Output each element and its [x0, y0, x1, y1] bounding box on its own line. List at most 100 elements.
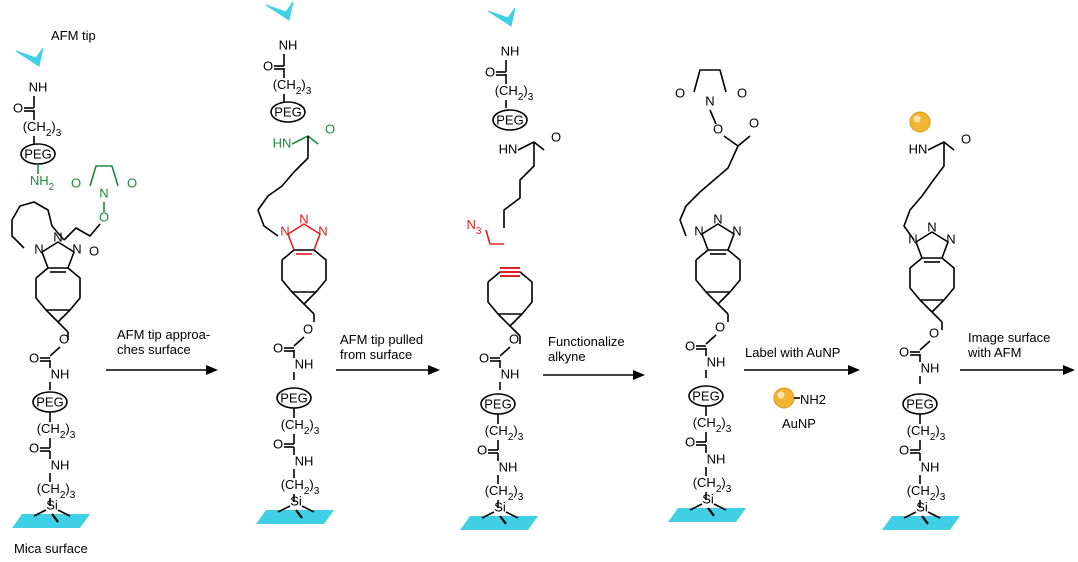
cyclooctane-ring [35, 267, 81, 311]
atom-label: NH [295, 356, 314, 371]
formula-label: (CH2)3 [693, 475, 732, 495]
cyclopropane-ring [705, 291, 731, 305]
arrow-head-icon [428, 365, 440, 375]
formula-label: (CH2)3 [281, 477, 320, 497]
si-bond [903, 511, 917, 519]
atom-label: O [99, 209, 109, 224]
oxygen-label: O [685, 434, 695, 449]
azide-label: N3 [467, 217, 482, 237]
cyclooctane-ring [487, 271, 533, 315]
bond [931, 311, 943, 323]
n-label: N [694, 223, 703, 238]
ether-chain [11, 201, 65, 249]
peg-label: PEG [36, 394, 63, 409]
atom-label: N [705, 93, 714, 108]
formula-label: (CH2)3 [37, 481, 76, 501]
atom-label: NH [499, 459, 518, 474]
si-bond [295, 509, 303, 519]
ether-chain [257, 136, 309, 237]
arrow-head-icon [633, 370, 645, 380]
bond [485, 229, 504, 245]
atom-label: O [325, 121, 335, 136]
atom-label: O [89, 243, 99, 258]
oxygen-label: O [899, 442, 909, 457]
ether-chain [679, 145, 739, 237]
atom-label: N [99, 185, 108, 200]
afm-tip-icon [265, 1, 294, 21]
atom-label: HN [499, 141, 518, 156]
step-3-label: Functionalize alkyne [548, 334, 625, 364]
atom-label: NH [295, 453, 314, 468]
mica-surface-icon [460, 516, 538, 530]
reagent-amine-label: NH2 [800, 392, 827, 407]
mica-surface-icon [12, 514, 90, 528]
succinimide-ring [89, 165, 119, 187]
arrow-head-icon [206, 365, 218, 375]
si-bond [57, 509, 71, 517]
n-label: N [927, 219, 936, 234]
bond [723, 135, 751, 147]
reagent-name-label: AuNP [782, 416, 816, 431]
formula-label: (CH2)3 [485, 483, 524, 503]
si-bond [301, 505, 315, 513]
peg-label: PEG [906, 396, 933, 411]
oxygen-label: O [273, 436, 283, 451]
formula-label: (CH2)3 [37, 421, 76, 441]
si-bond [927, 511, 941, 519]
peg-label: PEG [274, 104, 301, 119]
formula-label: (CH2)3 [23, 119, 62, 139]
cyclopropane-ring [919, 299, 945, 313]
n-label: N [908, 231, 917, 246]
atom-label: O [675, 85, 685, 100]
gold-nanoparticle-icon [773, 387, 795, 409]
step-1-label: AFM tip approa- ches surface [117, 327, 211, 357]
formula-label: (CH2)3 [273, 77, 312, 97]
cyclooctane-ring [281, 249, 327, 293]
n-label: N [53, 229, 62, 244]
mica-surface-icon [256, 510, 334, 524]
arrow-head-icon [1063, 365, 1075, 375]
n-label: N [280, 223, 289, 238]
atom-label: O [71, 175, 81, 190]
si-bond [499, 515, 507, 525]
hn-label: HN [273, 135, 292, 150]
n-label: N [946, 231, 955, 246]
formula-label: (CH2)3 [485, 423, 524, 443]
formula-label: (CH2)3 [495, 83, 534, 103]
oxygen-label: O [29, 350, 39, 365]
oxygen-label: O [303, 321, 313, 336]
oxygen-label: O [509, 331, 519, 346]
afm-tip-label: AFM tip [51, 28, 96, 43]
bond [717, 303, 729, 315]
si-bond [921, 515, 929, 525]
oxygen-label: O [477, 442, 487, 457]
formula-label: (CH2)3 [907, 483, 946, 503]
amine-label: NH2 [30, 173, 55, 193]
cyclopropane-ring [497, 313, 523, 327]
atom-label: NH [921, 360, 940, 375]
bond [517, 141, 545, 151]
gold-highlight [777, 391, 785, 399]
atom-label: O [961, 131, 971, 146]
atom-label: NH [707, 354, 726, 369]
peg-ellipse [270, 101, 306, 123]
si-label: Si [290, 493, 302, 508]
si-bond [33, 509, 47, 517]
si-bond [51, 513, 59, 523]
peg-label: PEG [24, 146, 51, 161]
bond [499, 346, 511, 357]
cyclopropane-ring [45, 309, 71, 323]
bond [293, 336, 305, 347]
bond [57, 321, 69, 333]
peg-label: PEG [496, 112, 523, 127]
ether-chain [903, 142, 945, 241]
succinimide-ring [693, 69, 727, 93]
triazole-ring [41, 241, 75, 269]
atom-label: O [713, 121, 723, 136]
bond [291, 135, 319, 145]
oxygen-label: O [263, 58, 273, 73]
oxygen-label: O [899, 344, 909, 359]
step-5-label: Image surface with AFM [968, 330, 1051, 360]
nh-label: NH [29, 79, 48, 94]
